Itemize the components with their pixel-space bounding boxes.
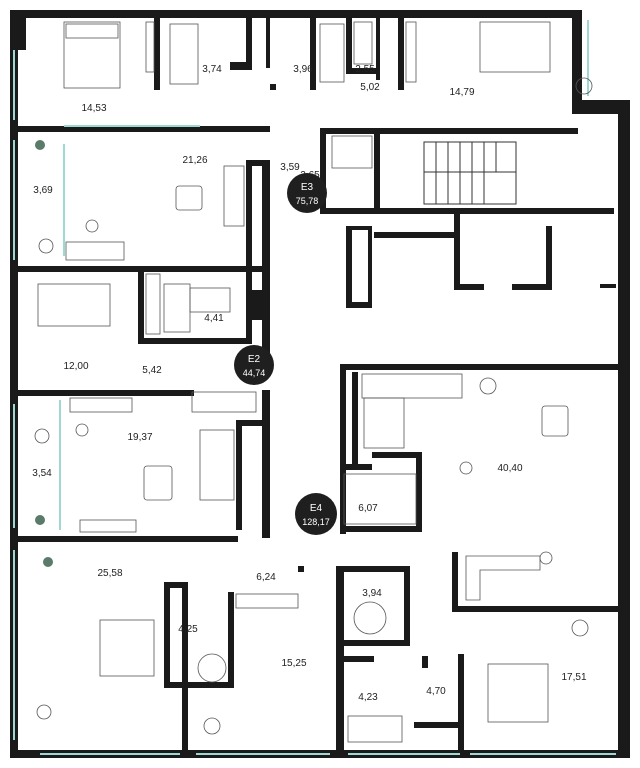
room-area-label: 3,54 <box>32 468 52 479</box>
room-area-label: 14,79 <box>449 87 474 98</box>
apartment-code: E3 <box>301 182 314 193</box>
room-area-label: 21,26 <box>182 155 207 166</box>
room-area-label: 6,07 <box>358 503 378 514</box>
walls <box>10 10 630 758</box>
room-area-label: 3,69 <box>33 185 53 196</box>
apartment-area: 128,17 <box>302 517 330 527</box>
room-area-label: 2,55 <box>355 64 375 75</box>
apartment-badge-e3[interactable]: E3 75,78 <box>287 173 327 213</box>
room-area-label: 4,23 <box>358 692 378 703</box>
apartment-code: E2 <box>248 354 261 365</box>
room-area-label: 17,51 <box>561 672 586 683</box>
windows <box>13 20 616 755</box>
apartment-area: 75,78 <box>296 196 319 206</box>
room-area-label: 25,58 <box>97 568 122 579</box>
plant-icons <box>35 140 53 567</box>
furniture <box>34 21 593 743</box>
room-area-label: 4,25 <box>178 624 198 635</box>
room-area-label: 12,00 <box>63 361 88 372</box>
staircase <box>423 141 517 205</box>
apartment-badge-e2[interactable]: E2 44,74 <box>234 345 274 385</box>
room-area-label: 3,96 <box>293 64 313 75</box>
room-area-label: 5,42 <box>142 365 162 376</box>
apartment-area: 44,74 <box>243 368 266 378</box>
room-area-label: 3,59 <box>280 162 300 173</box>
room-area-label: 5,02 <box>360 82 380 93</box>
apartment-code: E4 <box>310 503 323 514</box>
room-area-label: 3,94 <box>362 588 382 599</box>
apartment-badge-e4[interactable]: E4 128,17 <box>295 493 337 535</box>
room-area-label: 3,74 <box>202 64 222 75</box>
room-area-label: 40,40 <box>497 463 522 474</box>
room-area-label: 14,53 <box>81 103 106 114</box>
room-area-label: 4,70 <box>426 686 446 697</box>
room-area-label: 19,37 <box>127 432 152 443</box>
room-area-label: 6,24 <box>256 572 276 583</box>
room-area-label: 4,41 <box>204 313 224 324</box>
room-area-label: 15,25 <box>281 658 306 669</box>
